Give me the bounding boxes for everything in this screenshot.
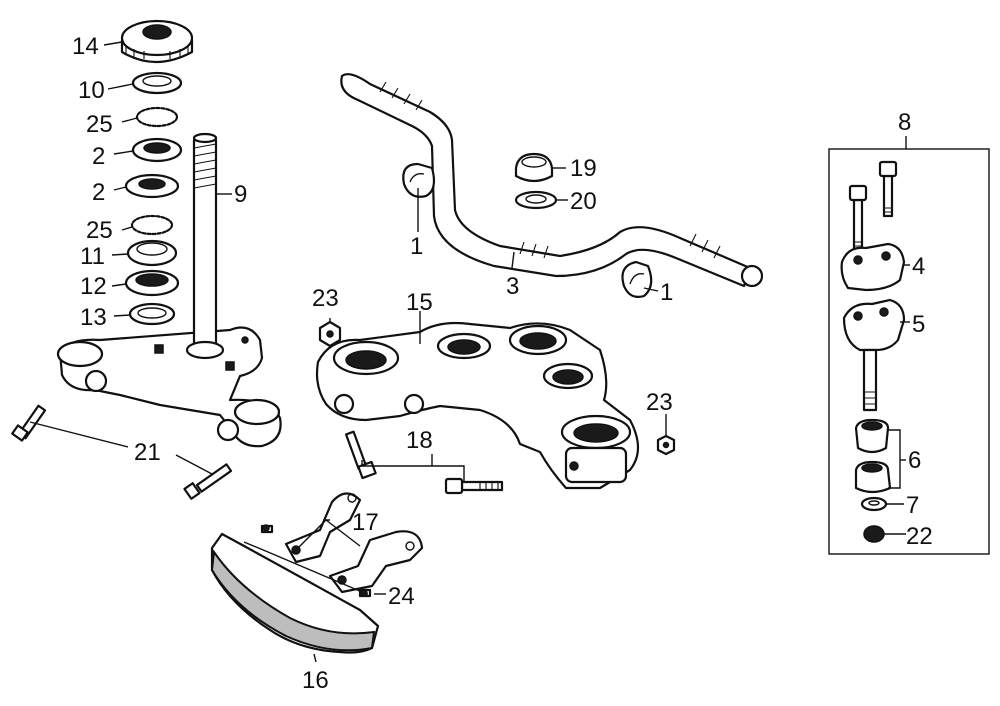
callout-2-upper: 2	[92, 143, 105, 170]
callout-16: 16	[302, 667, 329, 694]
callout-3: 3	[506, 273, 519, 300]
clamp-1b	[621, 260, 653, 298]
holder-lower-5	[842, 298, 906, 412]
handlebar-3	[340, 73, 764, 288]
nut-23b	[656, 434, 676, 456]
bearing-cone-2b	[124, 173, 180, 199]
callout-12: 12	[80, 273, 107, 300]
washer-7	[860, 496, 888, 512]
clamp-1a	[402, 162, 436, 198]
callout-6: 6	[908, 447, 921, 474]
bracket-17a	[284, 492, 362, 564]
callout-25-lower: 25	[86, 217, 113, 244]
race-10	[131, 71, 183, 95]
callout-22: 22	[906, 523, 933, 550]
holder-set-box-8	[828, 136, 990, 555]
screw-24b	[260, 524, 274, 534]
nut-23a	[318, 320, 342, 348]
bolt-21a	[11, 404, 47, 442]
callout-8: 8	[898, 109, 911, 136]
holder-upper-4	[840, 242, 906, 292]
ball-race-25b	[130, 214, 174, 236]
callout-9: 9	[234, 181, 247, 208]
callout-4: 4	[912, 253, 925, 280]
callout-14: 14	[72, 33, 99, 60]
upper-bracket-15	[315, 321, 640, 490]
callout-23-lower: 23	[646, 389, 673, 416]
washer-20	[514, 190, 558, 210]
callout-23-upper: 23	[312, 285, 339, 312]
steering-stem-9	[56, 132, 282, 448]
callout-13: 13	[80, 304, 107, 331]
race-11	[126, 239, 178, 267]
callout-labels: 14 10 25 2 2 25 11 12 13 9 21 1 1 3 19 2…	[72, 33, 933, 694]
bolt-18b	[444, 477, 504, 495]
rubber-bushing-6	[854, 418, 892, 494]
callout-17: 17	[352, 509, 379, 536]
callout-15: 15	[406, 289, 433, 316]
ball-race-25a	[135, 106, 179, 128]
callout-19: 19	[570, 155, 597, 182]
callout-21: 21	[134, 439, 161, 466]
steering-nut-14	[120, 19, 194, 63]
race-12	[124, 269, 180, 297]
callout-10: 10	[78, 77, 105, 104]
nut-22	[863, 525, 885, 543]
bolt-set	[848, 160, 898, 252]
cap-nut-19	[514, 152, 554, 183]
callout-18: 18	[406, 427, 433, 454]
leader-lines	[29, 41, 910, 663]
callout-1-left: 1	[410, 233, 423, 260]
seal-13	[128, 302, 176, 326]
callout-5: 5	[912, 311, 925, 338]
callout-25-upper: 25	[86, 111, 113, 138]
callout-20: 20	[570, 188, 597, 215]
callout-11: 11	[80, 243, 105, 270]
bearing-cone-2a	[131, 137, 183, 163]
callout-24: 24	[388, 583, 415, 610]
bolt-18a	[344, 430, 377, 480]
bolt-21b	[183, 463, 233, 500]
callout-7: 7	[906, 492, 919, 519]
callout-2-lower: 2	[92, 179, 105, 206]
front-emblem-16: KYMCO	[210, 532, 380, 654]
callout-1-right: 1	[660, 279, 673, 306]
